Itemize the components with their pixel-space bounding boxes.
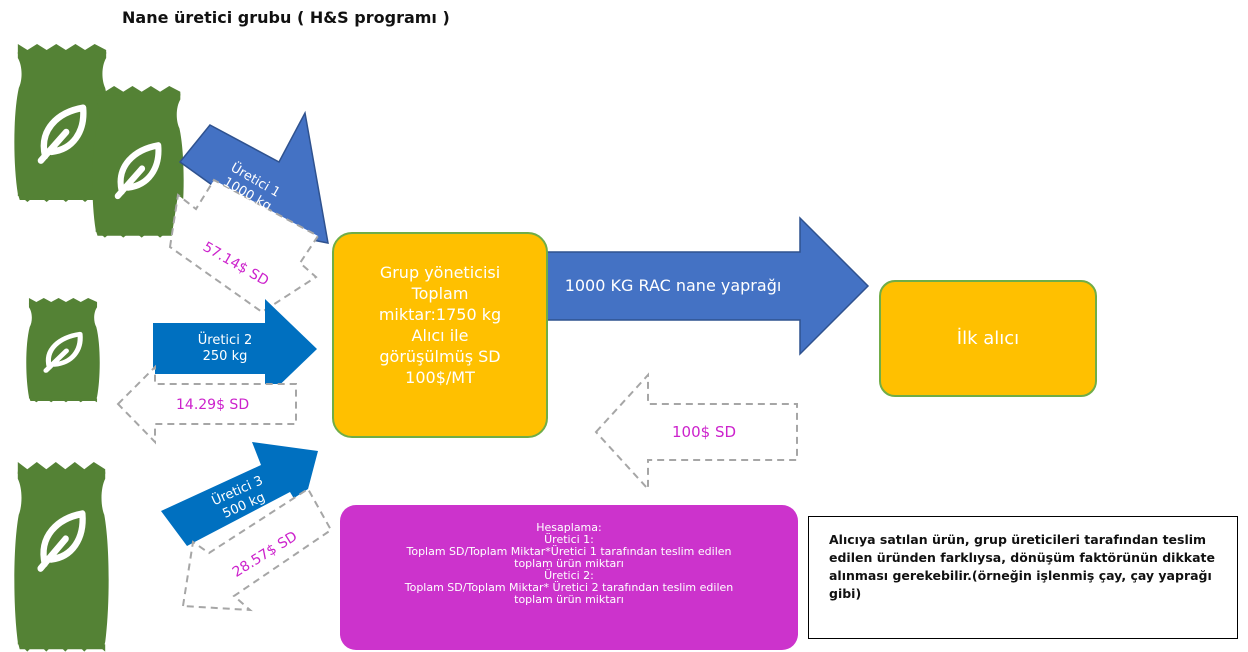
- producer-3-return-arrow: [181, 487, 333, 612]
- calculation-line: toplam ürün miktarı: [514, 557, 624, 570]
- producer-2-name: Üretici 2: [197, 333, 253, 348]
- first-buyer-label: İlk alıcı: [956, 328, 1020, 349]
- producer-2-sd: 14.29$ SD: [176, 397, 250, 413]
- manager-line: görüşülmüş SD: [379, 347, 501, 366]
- first-buyer-box: İlk alıcı: [879, 280, 1097, 397]
- calculation-line: Toplam SD/Toplam Miktar* Üretici 2 taraf…: [404, 581, 734, 594]
- seed-bag-icon: [26, 298, 100, 403]
- manager-line: 100$/MT: [405, 368, 475, 387]
- calculation-line: Üretici 2:: [544, 569, 594, 582]
- producer-2-arrow: [153, 299, 317, 399]
- manager-line: Alıcı ile: [411, 326, 469, 345]
- sale-arrow-label: 1000 KG RAC nane yaprağı: [564, 276, 782, 295]
- producer-1-return-arrow: [168, 178, 320, 314]
- seed-bag-icon: [92, 86, 184, 238]
- manager-line: Grup yöneticisi: [379, 263, 501, 282]
- producer-2-return-arrow: [116, 364, 297, 445]
- producer-3-arrow: [161, 442, 318, 546]
- page-title: Nane üretici grubu ( H&S programı ): [122, 8, 450, 27]
- group-manager-box: Grup yöneticisi Toplam miktar:1750 kg Al…: [332, 232, 548, 438]
- buyer-return-arrow: [594, 372, 798, 492]
- conversion-note: Alıcıya satılan ürün, grup üreticileri t…: [808, 516, 1238, 639]
- producer-2-arrow-label: Üretici 2 250 kg: [170, 333, 280, 365]
- calculation-line: Hesaplama:: [536, 521, 602, 534]
- seed-bag-icon: [14, 462, 109, 652]
- manager-line: Toplam: [411, 284, 469, 303]
- sale-arrow: [545, 216, 870, 356]
- calculation-line: toplam ürün miktarı: [514, 593, 624, 606]
- calculation-line: Toplam SD/Toplam Miktar*Üretici 1 tarafı…: [406, 545, 732, 558]
- producer-2-qty: 250 kg: [202, 349, 248, 364]
- manager-line: miktar:1750 kg: [378, 305, 502, 324]
- calculation-line: Üretici 1:: [544, 533, 594, 546]
- calculation-box: Hesaplama: Üretici 1: Toplam SD/Toplam M…: [340, 505, 798, 650]
- buyer-sd: 100$ SD: [672, 423, 737, 441]
